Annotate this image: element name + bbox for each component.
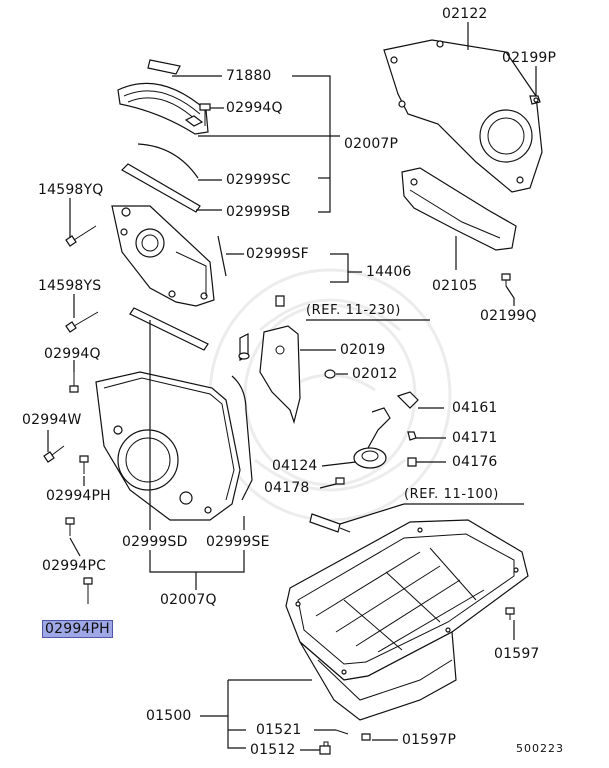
- oring-02012[interactable]: [324, 369, 336, 379]
- gasket-01521[interactable]: [335, 729, 349, 735]
- bolt-02994PH-selected[interactable]: [83, 577, 93, 604]
- label-04171[interactable]: 04171: [452, 430, 498, 446]
- label-02994PH-selected[interactable]: 02994PH: [42, 620, 113, 638]
- bolt-02994Q-top[interactable]: [199, 103, 211, 126]
- label-02999SE[interactable]: 02999SE: [206, 534, 270, 550]
- label-02199Q[interactable]: 02199Q: [480, 308, 537, 324]
- label-04178[interactable]: 04178: [264, 480, 310, 496]
- label-04124[interactable]: 04124: [272, 458, 318, 474]
- label-02994Q-left[interactable]: 02994Q: [44, 346, 101, 362]
- label-02999SC[interactable]: 02999SC: [226, 172, 291, 188]
- gasket-04161[interactable]: [396, 391, 419, 409]
- bolt-01597P[interactable]: [361, 733, 371, 741]
- bolt-04171[interactable]: [407, 431, 417, 441]
- timing-cover-14406[interactable]: [111, 205, 215, 307]
- label-01521[interactable]: 01521: [256, 722, 302, 738]
- cover-02019[interactable]: [259, 295, 301, 425]
- nut-04176[interactable]: [407, 457, 417, 467]
- label-02994Q-top[interactable]: 02994Q: [226, 100, 283, 116]
- bolt-02994PH-mid[interactable]: [79, 455, 89, 474]
- label-01597P[interactable]: 01597P: [402, 732, 457, 748]
- bolt-02199Q[interactable]: [501, 273, 511, 286]
- ref-11-100[interactable]: (REF. 11-100): [404, 487, 499, 502]
- label-02105[interactable]: 02105: [432, 278, 478, 294]
- label-01597[interactable]: 01597: [494, 646, 540, 662]
- rear-plate-02122[interactable]: [383, 39, 543, 193]
- label-02999SF[interactable]: 02999SF: [246, 246, 309, 262]
- bolt-02994W[interactable]: [43, 445, 65, 463]
- label-01500[interactable]: 01500: [146, 708, 192, 724]
- drain-plug-01512[interactable]: [319, 741, 331, 755]
- seal-02999SC[interactable]: [137, 143, 199, 179]
- label-02012[interactable]: 02012: [352, 366, 398, 382]
- bolt-14598YS[interactable]: [65, 311, 99, 333]
- oil-pan-01500[interactable]: [285, 519, 529, 721]
- label-71880[interactable]: 71880: [226, 68, 272, 84]
- label-02122[interactable]: 02122: [442, 6, 488, 22]
- label-14406[interactable]: 14406: [366, 264, 412, 280]
- label-02199P[interactable]: 02199P: [502, 50, 557, 66]
- bolt-04178[interactable]: [335, 477, 345, 485]
- bolt-02994Q-left[interactable]: [69, 372, 79, 393]
- label-04176[interactable]: 04176: [452, 454, 498, 470]
- label-02999SD[interactable]: 02999SD: [122, 534, 188, 550]
- label-02999SB[interactable]: 02999SB: [226, 204, 291, 220]
- dowel-pin[interactable]: [238, 333, 250, 361]
- lower-timing-cover[interactable]: [95, 371, 241, 521]
- strainer-04124[interactable]: [353, 407, 391, 469]
- leader-lines: [47, 22, 537, 751]
- bolt-01597[interactable]: [505, 607, 515, 620]
- label-02007Q[interactable]: 02007Q: [160, 592, 217, 608]
- label-04161[interactable]: 04161: [452, 400, 498, 416]
- label-02019[interactable]: 02019: [340, 342, 386, 358]
- bolt-02994PC[interactable]: [65, 517, 75, 536]
- sealant-tube[interactable]: [309, 513, 351, 533]
- label-14598YQ[interactable]: 14598YQ: [38, 182, 104, 198]
- label-02994PC[interactable]: 02994PC: [42, 558, 107, 574]
- drawing-code: 500223: [516, 742, 564, 755]
- label-14598YS[interactable]: 14598YS: [38, 278, 102, 294]
- bracket-02105[interactable]: [401, 167, 517, 251]
- label-02994W[interactable]: 02994W: [22, 412, 82, 428]
- seal-02999SE[interactable]: [231, 375, 253, 501]
- seal-02999SB[interactable]: [121, 163, 201, 213]
- bolt-02199P[interactable]: [529, 95, 541, 105]
- upper-timing-cover-71880[interactable]: [117, 59, 209, 135]
- seal-02999SD[interactable]: [129, 307, 209, 351]
- label-02994PH-mid[interactable]: 02994PH: [46, 488, 111, 504]
- ref-11-230[interactable]: (REF. 11-230): [306, 303, 401, 318]
- label-02007P[interactable]: 02007P: [344, 136, 399, 152]
- seal-02999SF[interactable]: [217, 235, 227, 277]
- label-01512[interactable]: 01512: [250, 742, 296, 758]
